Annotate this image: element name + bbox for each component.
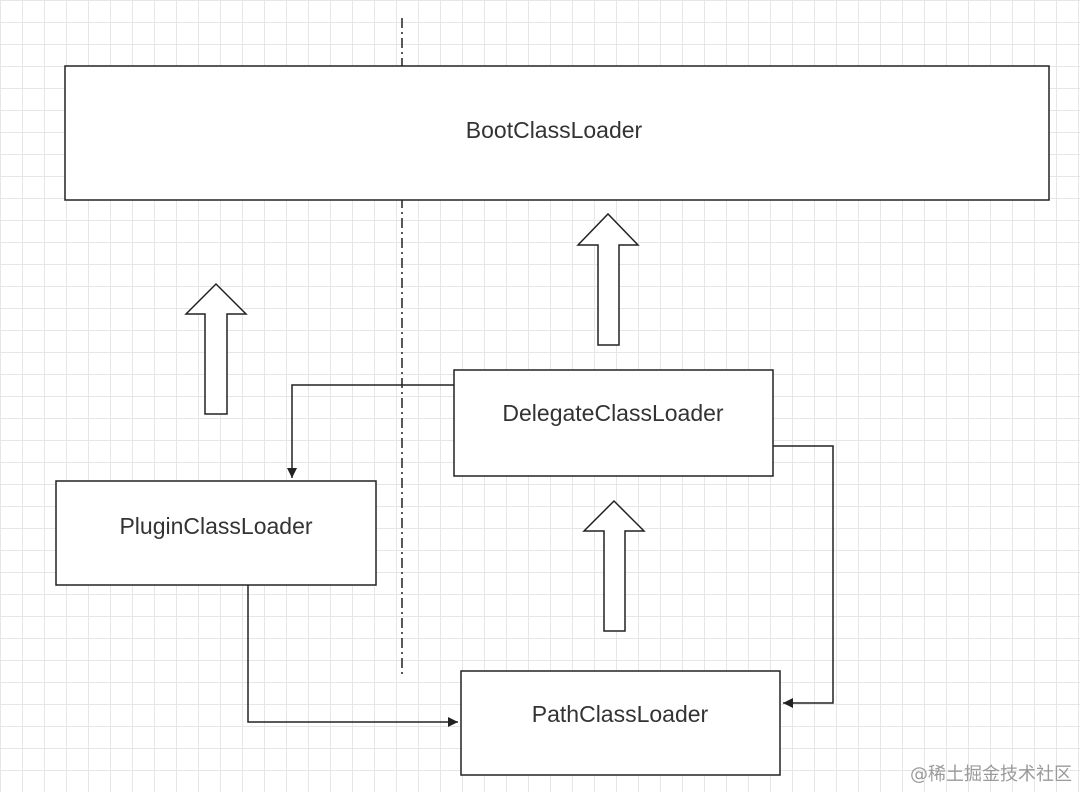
parent-arrow-path-to-delegate [582, 499, 646, 632]
connector-delegate-to-plugin [287, 384, 454, 478]
connector-delegate-to-path [773, 445, 834, 708]
parent-arrow-plugin-to-boot [184, 282, 248, 415]
path-class-loader-box: PathClassLoader [460, 670, 781, 776]
boot-class-loader-box: BootClassLoader [64, 65, 1050, 201]
delegate-class-loader-box: DelegateClassLoader [453, 369, 774, 477]
plugin-class-loader-box: PluginClassLoader [55, 480, 377, 586]
path-class-loader-label: PathClassLoader [532, 701, 709, 727]
connector-plugin-to-path [247, 585, 458, 727]
delegate-class-loader-label: DelegateClassLoader [502, 400, 724, 426]
parent-arrow-delegate-to-boot [576, 212, 640, 346]
plugin-class-loader-label: PluginClassLoader [119, 513, 312, 539]
boot-class-loader-label: BootClassLoader [466, 117, 643, 143]
watermark-text: @稀土掘金技术社区 [910, 764, 1072, 785]
